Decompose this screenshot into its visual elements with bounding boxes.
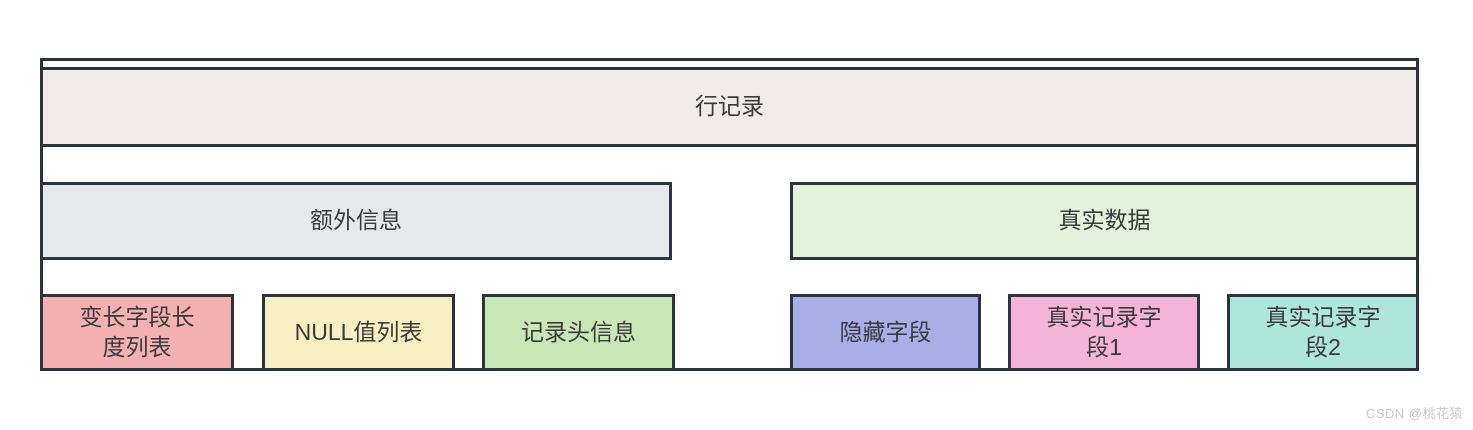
watermark: CSDN @桃花猿 [1365,406,1463,421]
real-record-field2-box: 真实记录字段2 [1227,294,1419,371]
real-record-field2-label: 真实记录字段2 [1265,303,1381,360]
null-value-list-box: NULL值列表 [262,294,455,371]
hidden-fields-label: 隐藏字段 [839,318,932,345]
record-header-info-label: 记录头信息 [521,318,636,345]
varlen-field-list-label: 变长字段长度列表 [79,303,195,360]
varlen-field-list-box: 变长字段长度列表 [40,294,234,371]
record-header-info-box: 记录头信息 [482,294,675,371]
real-record-field1-label: 真实记录字段1 [1046,303,1162,360]
real-record-field1-box: 真实记录字段1 [1008,294,1200,371]
real-data-box: 真实数据 [790,182,1419,260]
extra-info-box: 额外信息 [40,182,672,260]
hidden-fields-box: 隐藏字段 [790,294,981,371]
real-data-label: 真实数据 [1058,207,1151,234]
extra-info-label: 额外信息 [310,207,402,234]
row-record-label: 行记录 [695,93,764,120]
null-value-list-label: NULL值列表 [294,318,423,345]
row-record-box: 行记录 [40,67,1419,147]
